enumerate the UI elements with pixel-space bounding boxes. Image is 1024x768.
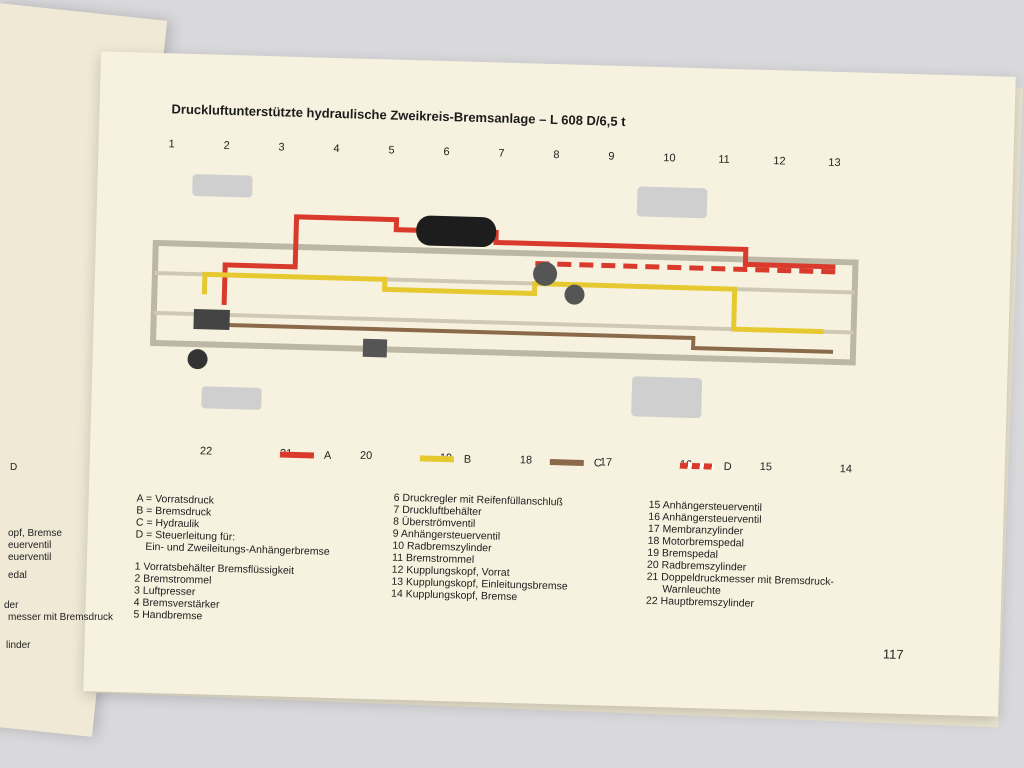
- left-page-fragment: D: [10, 462, 18, 473]
- left-page-fragment: linder: [6, 640, 31, 651]
- wheel-rear-bottom: [631, 376, 703, 419]
- wheel-rear-top: [636, 186, 708, 219]
- callout-number: 5: [388, 144, 394, 156]
- wheel-front-bottom: [201, 386, 262, 410]
- callout-number: 4: [333, 143, 339, 155]
- callout-number: 14: [840, 463, 853, 475]
- wheel-front-top: [192, 174, 253, 198]
- chassis-frame: [149, 239, 859, 366]
- callout-number: 1: [168, 138, 174, 150]
- legend-column-2: 6 Druckregler mit Reifenfüllanschluß 7 D…: [391, 492, 570, 605]
- legend-letters: A = Vorratsdruck B = Bremsdruck C = Hydr…: [135, 493, 331, 558]
- left-page-fragment: euerventil: [8, 540, 52, 551]
- callout-number: 6: [443, 146, 449, 158]
- left-page-fragment: edal: [8, 570, 27, 581]
- callout-number: 9: [608, 151, 614, 163]
- legend-item-b: B: [419, 452, 471, 469]
- left-page-fragment: euerventil: [8, 552, 52, 563]
- line-b-brake: [201, 271, 824, 335]
- callout-number: 13: [828, 157, 841, 169]
- callout-number: 12: [773, 155, 786, 167]
- air-tank: [416, 215, 497, 248]
- callout-number: 22: [200, 445, 213, 457]
- legend-column-3: 15 Anhängersteuerventil 16 Anhängersteue…: [646, 499, 836, 612]
- callout-number: 2: [223, 140, 229, 152]
- right-page: Druckluftunterstützte hydraulische Zweik…: [83, 51, 1016, 717]
- legend-item-c: C: [549, 456, 602, 473]
- component-gauge: [187, 349, 208, 370]
- legend-item-a: A: [279, 449, 331, 466]
- component-master-cylinder: [193, 309, 230, 331]
- callout-number: 15: [760, 461, 773, 473]
- callout-number: 3: [278, 141, 284, 153]
- callout-number: 10: [663, 152, 676, 164]
- legend-item-d: D: [679, 460, 732, 477]
- left-page-fragment: opf, Bremse: [8, 528, 62, 539]
- component-membrane: [362, 338, 388, 358]
- callout-number: 18: [520, 454, 533, 466]
- callout-number: 8: [553, 149, 559, 161]
- legend-column-1: 1 Vorratsbehälter Bremsflüssigkeit 2 Bre…: [133, 560, 294, 624]
- left-page-fragment: messer mit Bremsdruck: [8, 612, 114, 623]
- line-c-hydraulic: [213, 322, 834, 354]
- line-d-control: [535, 261, 836, 275]
- brake-system-diagram: 12345678910111213141516171819202122: [149, 138, 859, 475]
- callout-number: 20: [360, 450, 373, 462]
- callout-number: 7: [498, 147, 504, 159]
- callout-number: 17: [600, 456, 613, 468]
- page-number: 117: [882, 646, 904, 662]
- left-page-fragment: der: [4, 600, 19, 611]
- component-valve: [564, 284, 585, 305]
- line-a-supply: [221, 214, 836, 305]
- callout-number: 11: [718, 154, 730, 166]
- component-valve: [533, 261, 558, 286]
